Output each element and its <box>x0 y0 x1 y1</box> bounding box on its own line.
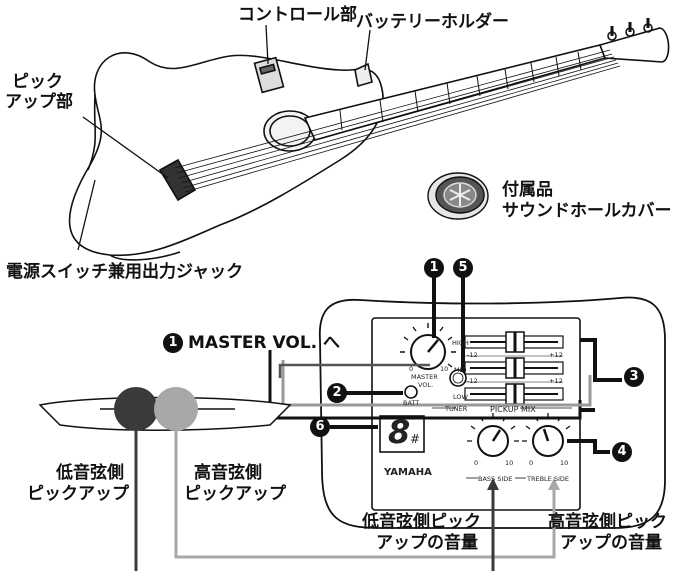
strings <box>174 49 621 193</box>
guitar-leaders <box>77 24 371 251</box>
bass-volume-label-line2: アップの音量 <box>376 533 478 553</box>
yamaha-logo: YAMAHA <box>384 467 432 478</box>
control-unit-on-body <box>253 56 285 94</box>
guitar-illustration <box>68 18 670 261</box>
bass-side-dial <box>467 413 519 457</box>
master-vol-route <box>268 350 582 420</box>
batt-led <box>404 385 418 399</box>
callout-number-4: 4 <box>612 442 632 462</box>
battery-holder-label: バッテリーホルダー <box>356 12 509 32</box>
treble-dial-max: 10 <box>560 459 569 467</box>
eq-mid-max: +12 <box>549 377 563 385</box>
callout-number-2: 2 <box>327 383 347 403</box>
treble-dial-min: 0 <box>529 459 534 467</box>
bass-pickup-dot <box>114 387 158 431</box>
eq-sliders <box>464 331 564 405</box>
eq-high-min: -12 <box>467 351 478 359</box>
callout-number-1-master: 1 <box>163 333 183 353</box>
callout-number-6: 6 <box>310 417 330 437</box>
master-vol-label: MASTER VOL. へ <box>188 333 341 353</box>
eq-mid-min: -12 <box>467 377 478 385</box>
eq-low-label: LOW <box>453 393 468 401</box>
bass-dial-min: 0 <box>474 459 479 467</box>
bass-side-label: BASS SIDE <box>478 475 513 483</box>
treble-pickup-label-line1: 高音弦側 <box>194 463 262 483</box>
tuner-label: TUNER <box>445 405 468 413</box>
guitar-side <box>87 94 97 171</box>
accessory-label-line2: サウンドホールカバー <box>502 201 672 221</box>
bass-dial-max: 10 <box>505 459 514 467</box>
batt-label: BATT <box>403 399 420 407</box>
bass-route-line <box>278 363 430 378</box>
eq-high-max: +12 <box>549 351 563 359</box>
callout-number-3: 3 <box>624 367 644 387</box>
tuner-display-digit: 8 <box>388 413 411 451</box>
guitar-side-bottom <box>109 251 181 261</box>
power-jack-label: 電源スイッチ兼用出力ジャック <box>6 262 244 282</box>
treble-side-label: TREBLE SIDE <box>527 475 570 483</box>
bridge <box>158 158 197 202</box>
treble-pickup-label-line2: ピックアップ <box>184 484 286 504</box>
battery-holder-on-body <box>354 62 373 88</box>
treble-pickup-dot <box>154 387 198 431</box>
accessory-label-line1: 付属品 <box>502 180 553 200</box>
eq-mid-label: MID <box>454 366 467 374</box>
soundhole-cover <box>427 172 489 220</box>
pickup-saddle-diagram <box>38 387 292 431</box>
callout-number-1: 1 <box>424 258 444 278</box>
master-vol-dial <box>400 323 456 370</box>
bass-volume-label-line1: 低音弦側ピック <box>362 512 481 532</box>
master-dial-max: 10 <box>440 365 449 373</box>
master-label-1: MASTER <box>411 373 438 381</box>
bass-pickup-label-line2: ピックアップ <box>27 484 129 504</box>
callout-number-5: 5 <box>453 258 473 278</box>
control-unit-label: コントロール部 <box>238 5 357 25</box>
treble-volume-label-line1: 高音弦側ピック <box>548 512 667 532</box>
tuner-display <box>379 415 425 453</box>
tuner-button <box>449 369 467 387</box>
callout-leaders <box>330 275 622 454</box>
treble-side-dial <box>522 413 574 457</box>
treble-volume-label-line2: アップの音量 <box>560 533 662 553</box>
tuner-sharp-symbol: # <box>410 432 421 446</box>
guitar-body-outline <box>68 52 384 257</box>
pickup-label-line2: アップ部 <box>5 92 73 112</box>
master-dial-min: 0 <box>409 365 414 373</box>
master-label-2: VOL. <box>418 381 434 389</box>
eq-high-label: HIGH <box>452 339 469 347</box>
pickup-label-line1: ピック <box>12 72 63 92</box>
treble-pickup-route <box>174 431 556 559</box>
master-vol-route-grey <box>281 360 592 407</box>
pickup-mix-label: PICKUP MIX <box>490 405 536 414</box>
bass-pickup-label-line1: 低音弦側 <box>56 463 124 483</box>
headstock <box>598 27 670 63</box>
